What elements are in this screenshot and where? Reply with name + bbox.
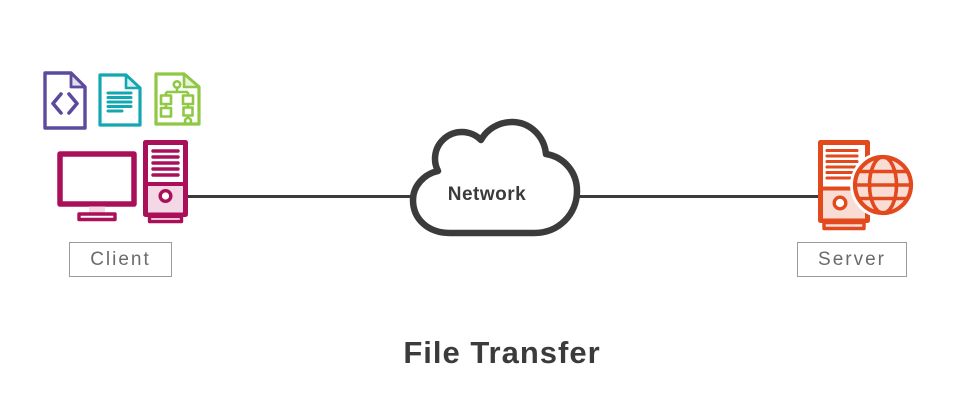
client-label-box: Client (69, 242, 172, 277)
server-label-box: Server (797, 242, 907, 277)
monitor-icon (57, 151, 137, 222)
page-title: File Transfer (403, 335, 601, 370)
globe-icon (850, 152, 916, 218)
cloud-icon (409, 118, 581, 237)
code-file-icon (43, 71, 87, 130)
desktop-tower-icon (143, 140, 188, 224)
text-document-icon (98, 73, 142, 127)
network-label: Network (447, 184, 527, 205)
connection-line-right (574, 194, 821, 198)
network-group: Network (406, 118, 584, 240)
org-chart-file-icon (154, 72, 201, 126)
server-label: Server (818, 248, 886, 270)
client-label: Client (90, 248, 151, 270)
connection-line-left (188, 194, 414, 198)
